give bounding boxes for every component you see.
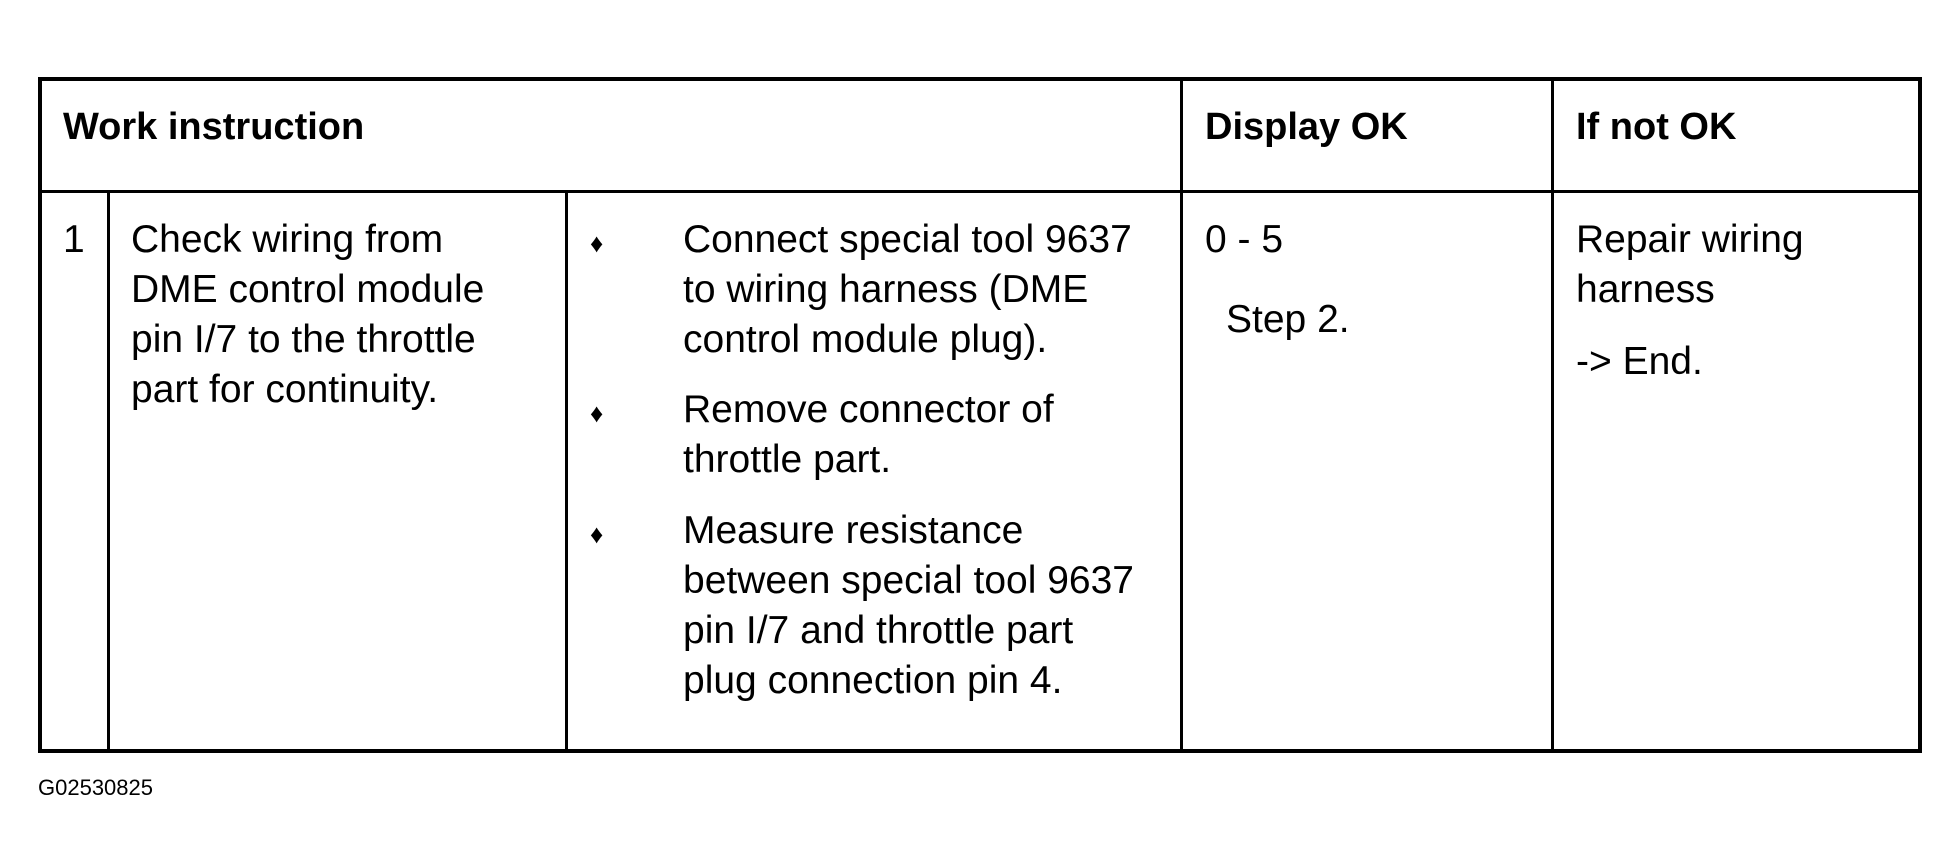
if-not-ok-action: Repair wiring harness xyxy=(1576,218,1804,311)
column-divider-actions xyxy=(565,190,568,753)
step-description: Check wiring from DME control module pin… xyxy=(131,218,485,411)
action-item-1: Connect special tool 9637 to wiring harn… xyxy=(683,218,1132,361)
instruction-table xyxy=(38,77,1922,753)
header-display-ok: Display OK xyxy=(1205,106,1408,148)
display-ok-next-step: Step 2. xyxy=(1226,298,1350,341)
column-divider-notok xyxy=(1551,77,1554,753)
figure-code: G02530825 xyxy=(38,775,153,800)
bullet-2: ♦ xyxy=(590,398,604,428)
header-if-not-ok: If not OK xyxy=(1576,106,1737,148)
bullet-3: ♦ xyxy=(590,519,604,549)
header-work-instruction: Work instruction xyxy=(63,106,365,148)
step-number: 1 xyxy=(63,218,85,261)
bullet-1: ♦ xyxy=(590,228,604,258)
column-divider-display xyxy=(1180,77,1183,753)
header-divider xyxy=(38,190,1922,193)
column-divider-step xyxy=(107,190,110,753)
action-item-3: Measure resistance between special tool … xyxy=(683,509,1134,702)
if-not-ok-next: -> End. xyxy=(1576,340,1703,383)
display-ok-value: 0 - 5 xyxy=(1205,218,1284,261)
action-item-2: Remove connector of throttle part. xyxy=(683,388,1054,481)
